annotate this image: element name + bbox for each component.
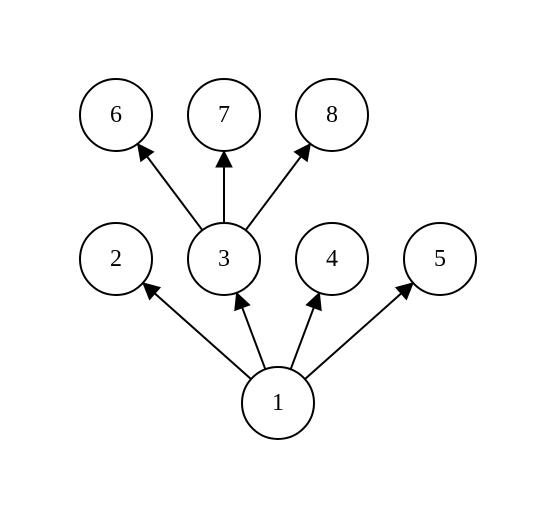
edge-line — [244, 156, 302, 231]
node-label: 4 — [326, 246, 338, 272]
arrowhead-icon — [136, 142, 155, 163]
node-label: 8 — [326, 102, 338, 128]
edge-3-to-8 — [244, 142, 312, 231]
edge-1-to-5 — [304, 282, 414, 380]
node-circle — [187, 222, 261, 296]
node-7: 7 — [187, 78, 261, 152]
edge-3-to-6 — [136, 142, 204, 231]
arrowhead-icon — [215, 149, 233, 168]
edge-line — [146, 156, 204, 231]
node-label: 3 — [218, 246, 230, 272]
node-6: 6 — [79, 78, 153, 152]
node-1: 1 — [241, 366, 315, 440]
arrowhead-icon — [234, 291, 251, 312]
node-circle — [79, 222, 153, 296]
edge-1-to-4 — [289, 291, 322, 370]
edge-line — [304, 292, 402, 380]
node-4: 4 — [295, 222, 369, 296]
node-label: 2 — [110, 246, 122, 272]
node-circle — [187, 78, 261, 152]
arrowhead-icon — [394, 282, 414, 301]
node-circle — [295, 222, 369, 296]
edge-line — [289, 307, 315, 370]
node-8: 8 — [295, 78, 369, 152]
nodes-layer: 1 2 3 4 5 6 7 8 — [79, 78, 477, 440]
node-circle — [403, 222, 477, 296]
node-label: 1 — [272, 390, 284, 416]
arrowhead-icon — [142, 282, 162, 301]
edge-3-to-7 — [215, 149, 233, 223]
node-circle — [241, 366, 315, 440]
arrowhead-icon — [305, 291, 322, 312]
edge-line — [154, 292, 252, 380]
node-5: 5 — [403, 222, 477, 296]
node-2: 2 — [79, 222, 153, 296]
edge-1-to-3 — [234, 291, 267, 370]
arrowhead-icon — [293, 142, 312, 163]
node-circle — [79, 78, 153, 152]
node-3: 3 — [187, 222, 261, 296]
edges-layer — [136, 142, 414, 380]
edge-1-to-2 — [142, 282, 252, 380]
node-circle — [295, 78, 369, 152]
node-label: 6 — [110, 102, 122, 128]
node-label: 5 — [434, 246, 446, 272]
edge-line — [241, 307, 267, 370]
node-label: 7 — [218, 102, 230, 128]
